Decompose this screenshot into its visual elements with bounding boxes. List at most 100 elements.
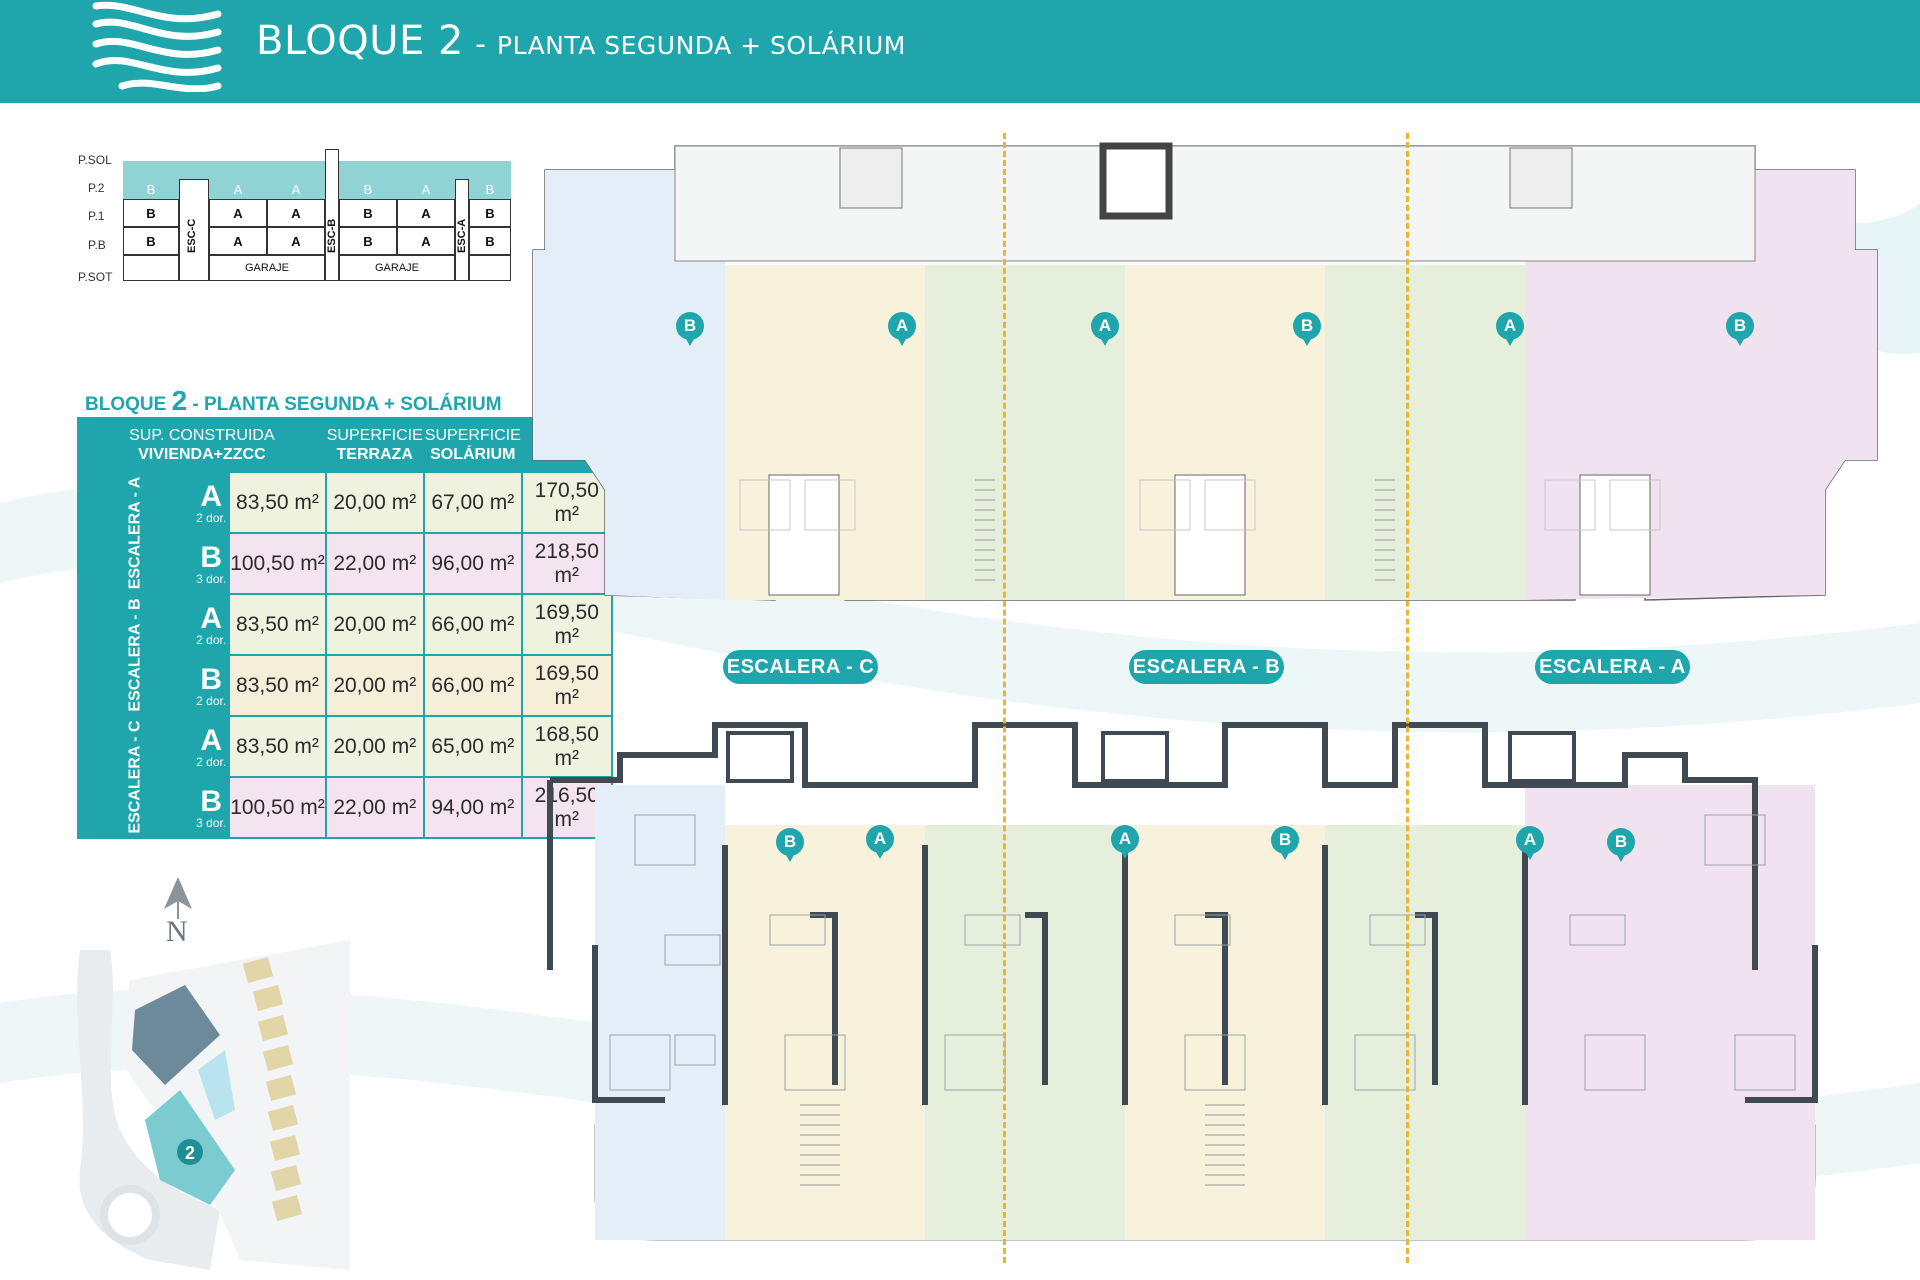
table-title-number: 2 [171, 385, 188, 416]
zone-a-2 [925, 825, 1125, 1240]
service-strip [674, 145, 1756, 262]
unit-cell: B [469, 227, 511, 255]
unit-pin: B [1607, 828, 1635, 862]
block-divider [1406, 133, 1409, 1263]
stair-label: ESC-A [456, 218, 468, 253]
north-label: N [166, 915, 188, 948]
type-letter: A [200, 479, 223, 513]
unit-pin: B [1293, 312, 1321, 346]
unit-cell: A [397, 199, 455, 227]
escalera-cell: ESCALERA - B [76, 593, 195, 717]
garage-cell: GARAJE [209, 255, 325, 281]
escalera-badge: ESCALERA - B [1129, 650, 1284, 684]
unit-pin: A [1091, 312, 1119, 346]
unit-pin: A [1516, 826, 1544, 860]
vivienda-value: 100,50 m² [228, 532, 327, 595]
title-dash: - [475, 27, 486, 62]
building-block-1 [132, 985, 220, 1085]
header-text: TERRAZA [336, 446, 413, 463]
neighbor-buildings [242, 956, 303, 1222]
north-compass: N [158, 875, 198, 950]
title-main: BLOQUE 2 [256, 18, 464, 64]
type-letter: B [200, 662, 223, 696]
unit-cell: B [339, 227, 397, 255]
dorms-label: 2 dor. [196, 632, 227, 647]
terraza-value: 20,00 m² [324, 471, 425, 534]
level-label: P.2 [88, 181, 105, 195]
roundabout [100, 1185, 160, 1245]
unit-cell: B [339, 199, 397, 227]
unit-cell: A [209, 179, 267, 199]
section-schematic: P.SOL P.2 P.1 P.B P.SOT B A A B A B B A … [78, 148, 518, 288]
stair-steps [975, 479, 1395, 581]
escalera-badge: ESCALERA - C [723, 650, 878, 684]
stair-column [325, 149, 339, 281]
dorms-label: 3 dor. [196, 815, 227, 830]
site-road [77, 950, 220, 1270]
vivienda-value: 83,50 m² [228, 593, 327, 656]
level-label: P.SOL [78, 153, 112, 167]
unit-cell: B [469, 199, 511, 227]
escalera-cell: ESCALERA - A [76, 471, 195, 595]
elevator-core [1101, 731, 1169, 783]
north-arrow-icon [164, 877, 192, 919]
block-2-marker [177, 1139, 203, 1165]
zone-a-1 [725, 825, 925, 1240]
level-label: P.B [88, 238, 106, 252]
unit-cell: B [123, 199, 179, 227]
stair-column [179, 179, 209, 281]
pool-1 [198, 1050, 235, 1120]
dorms-label: 3 dor. [196, 571, 227, 586]
unit-cell: A [267, 227, 325, 255]
level-label: P.SOT [78, 270, 113, 284]
zone-a-3 [1325, 265, 1525, 600]
unit-cell: B [339, 179, 397, 199]
level-label: P.1 [88, 209, 105, 223]
type-letter: B [200, 784, 223, 818]
elevator-core [1508, 731, 1576, 783]
stair-void [1174, 474, 1246, 596]
elevator-core [726, 731, 794, 783]
jacuzzi-areas [739, 479, 1661, 531]
unit-cell: B [123, 179, 179, 199]
total-value: 170,50 m² [520, 471, 613, 534]
vivienda-value: 83,50 m² [228, 715, 327, 778]
unit-cell: A [397, 227, 455, 255]
solarium-value: 65,00 m² [422, 715, 523, 778]
section-grid: B A A B A B B A A B A B B A A B A B GARA… [123, 149, 511, 289]
garage-cell [469, 255, 511, 281]
header-bar: BLOQUE 2 - PLANTA SEGUNDA + SOLÁRIUM [0, 0, 1920, 103]
escalera-label: ESCALERA - A [126, 476, 144, 590]
solarium-value: 67,00 m² [422, 471, 523, 534]
unit-pin: A [1496, 312, 1524, 346]
type-letter: A [200, 723, 223, 757]
stair-void [1579, 474, 1651, 596]
furniture [609, 814, 1796, 1091]
unit-pin: B [676, 312, 704, 346]
header-text: SUPERFICIE [326, 427, 423, 444]
block-number: 2 [185, 1143, 195, 1163]
unit-cell: A [209, 227, 267, 255]
solarium-strip [123, 161, 511, 179]
page-title: BLOQUE 2 - PLANTA SEGUNDA + SOLÁRIUM [256, 18, 906, 64]
stair-label: ESC-B [326, 218, 338, 253]
second-floor-plan [547, 722, 1818, 1241]
stair-column [455, 179, 469, 281]
terraza-value: 20,00 m² [324, 593, 425, 656]
site-plan: 2 [77, 940, 350, 1270]
header-terraza: SUPERFICIE TERRAZA [324, 417, 425, 473]
skylight [1509, 147, 1573, 209]
total-value: 169,50 m² [520, 593, 613, 656]
unit-pin: A [1111, 825, 1139, 859]
unit-cell: A [267, 199, 325, 227]
table-title: BLOQUE 2 - PLANTA SEGUNDA + SOLÁRIUM [85, 385, 502, 417]
header-text: VIVIENDA+ZZCC [138, 446, 266, 463]
solarium-value: 96,00 m² [422, 532, 523, 595]
